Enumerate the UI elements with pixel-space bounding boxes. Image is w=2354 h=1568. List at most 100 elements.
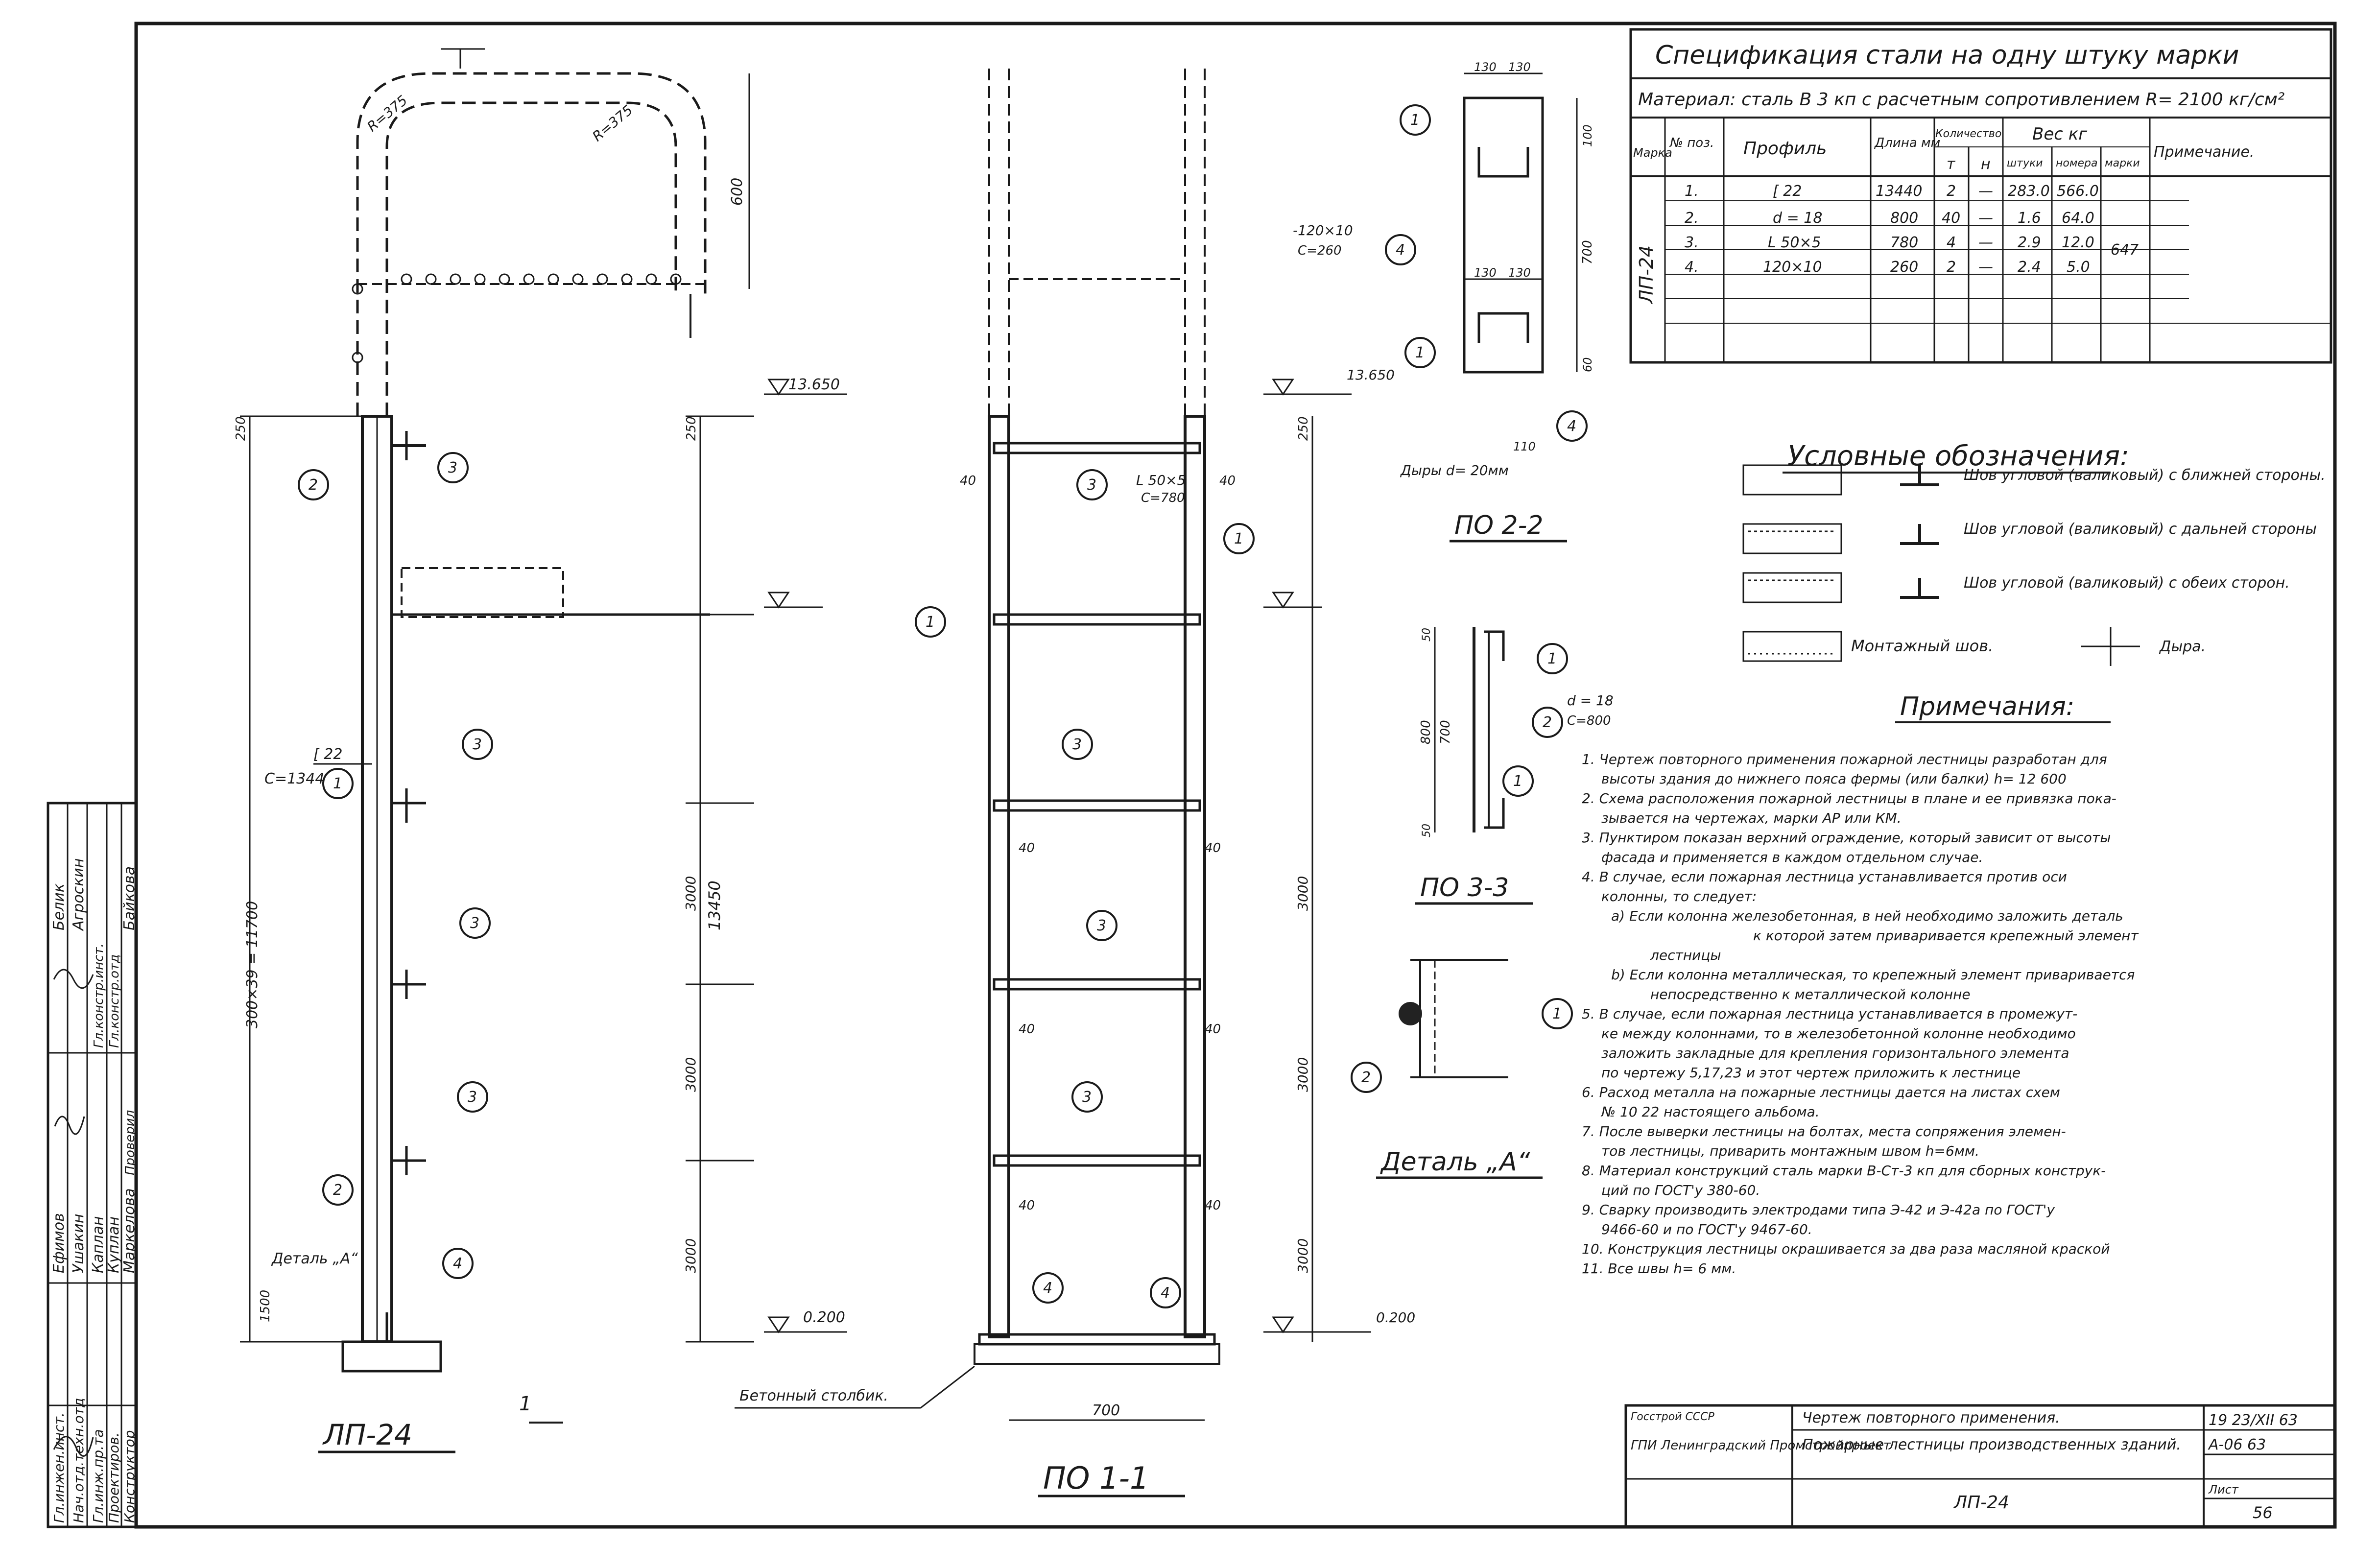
dim-40-8: 40	[1205, 1198, 1221, 1213]
svg-text:лестницы: лестницы	[1650, 947, 1721, 963]
dim-60-s22: 60	[1581, 357, 1594, 372]
svg-text:4: 4	[1567, 418, 1576, 435]
spec-row-2: 2. d = 18 800 40 — 1.6 64.0	[1685, 210, 2094, 227]
svg-text:1: 1	[1552, 1005, 1562, 1022]
svg-text:непосредственно к металлическо: непосредственно к металлической колонне	[1650, 986, 1971, 1002]
svg-text:9466-60 и по ГОСТ'у 9467-60.: 9466-60 и по ГОСТ'у 9467-60.	[1601, 1221, 1812, 1237]
dim-40-5: 40	[1019, 1022, 1035, 1037]
svg-text:высоты здания до нижнего пояса: высоты здания до нижнего пояса фермы (ил…	[1601, 771, 2067, 787]
svg-text:фасада и применяется в каждом: фасада и применяется в каждом отдельном …	[1601, 849, 1983, 865]
tb-doc: Чертеж повторного применения.	[1802, 1409, 2060, 1426]
extra-2: Агроскин	[70, 858, 87, 931]
dim-3000-s3: 3000	[683, 1238, 699, 1273]
svg-text:3.: 3.	[1685, 234, 1699, 251]
section-2-2-title: ПО 2-2	[1454, 511, 1544, 540]
legend: Условные обозначения: Шов угловой (валик…	[1742, 440, 2326, 666]
dim-3000-f1: 3000	[1295, 876, 1311, 911]
svg-text:120×10: 120×10	[1763, 259, 1822, 276]
dim-3000-s2: 3000	[683, 1057, 699, 1092]
dim-3000-f3: 3000	[1295, 1238, 1311, 1273]
side-view-title: ЛП-24	[322, 1418, 412, 1451]
dim-250-front: 250	[1296, 416, 1311, 441]
name-4: Куплан	[105, 1216, 122, 1273]
svg-text:b) Если колонна металлическая,: b) Если колонна металлическая, то крепеж…	[1611, 967, 2135, 983]
svg-text:8. Материал конструкций сталь: 8. Материал конструкций сталь марки В-Ст…	[1582, 1163, 2106, 1179]
hdr-weight: Вес кг	[2032, 124, 2088, 144]
extra-1: Белик	[50, 883, 68, 930]
svg-text:9. Сварку производить электрод: 9. Сварку производить электродами типа Э…	[1582, 1202, 2055, 1218]
svg-text:а) Если колонна железобетонная: а) Если колонна железобетонная, в ней не…	[1611, 908, 2123, 924]
svg-text:6. Расход металла на пожарные: 6. Расход металла на пожарные лестницы д…	[1582, 1084, 2060, 1100]
svg-text:2: 2	[1543, 714, 1552, 731]
svg-text:d = 18: d = 18	[1773, 210, 1822, 227]
dim-40-7: 40	[1019, 1198, 1035, 1213]
tb-code1: 19 23/XII 63	[2209, 1412, 2298, 1429]
svg-text:780: 780	[1890, 234, 1918, 251]
legend-item-3: Шов угловой (валиковый) с обеих сторон.	[1964, 574, 2290, 592]
tb-sheet-name: ЛП-24	[1953, 1493, 2009, 1513]
svg-text:2.: 2.	[1685, 210, 1699, 227]
svg-text:1: 1	[1415, 344, 1425, 361]
svg-text:к которой затем приваривается: к которой затем приваривается крепежный …	[1753, 927, 2139, 944]
svg-text:2: 2	[1947, 259, 1956, 276]
dim-250-left: 250	[234, 416, 248, 441]
plate-len-label: C=260	[1298, 243, 1342, 258]
name-5: Маркелова	[121, 1188, 138, 1273]
dim-40-1: 40	[960, 474, 976, 488]
svg-text:12.0: 12.0	[2062, 234, 2094, 251]
front-view-title: ПО 1-1	[1043, 1460, 1149, 1496]
r375-label-2: R=375	[589, 102, 636, 144]
svg-text:по чертежу 5,17,23 и этот черт: по чертежу 5,17,23 и этот чертеж приложи…	[1601, 1065, 2021, 1081]
svg-text:260: 260	[1890, 259, 1918, 276]
svg-text:5. В случае, если пожарная лес: 5. В случае, если пожарная лестница уста…	[1582, 1006, 2077, 1022]
svg-text:L 50×5: L 50×5	[1768, 234, 1821, 251]
legend-item-2: Шов угловой (валиковый) с дальней сторон…	[1964, 521, 2317, 538]
legend-hole: Дыра.	[2159, 638, 2206, 655]
mark-weight: 647	[2111, 241, 2139, 259]
notes-title: Примечания:	[1900, 692, 2074, 721]
svg-text:2: 2	[333, 1182, 342, 1199]
detail-a: 12 Деталь „А“	[1351, 959, 1573, 1179]
dim-50-s33b: 50	[1421, 824, 1433, 837]
title-block: Госстрой СССР ГПИ Ленинградский Промстро…	[1624, 1404, 2336, 1528]
legend-title: Условные обозначения:	[1787, 440, 2129, 472]
section-2-2: 130 130 130 130 700 100 60 110 -120×10 C…	[1293, 60, 1595, 543]
concrete-label: Бетонный столбик.	[739, 1387, 888, 1404]
name-3: Каплан	[90, 1216, 107, 1273]
dim-700-s22: 700	[1580, 240, 1595, 264]
svg-text:3: 3	[468, 1089, 477, 1106]
svg-text:283.0: 283.0	[2008, 183, 2050, 200]
svg-text:2: 2	[1361, 1069, 1371, 1086]
name-1: Ефимов	[50, 1213, 68, 1273]
plate-label: -120×10	[1293, 222, 1353, 238]
legend-item-1: Шов угловой (валиковый) с ближней сторон…	[1964, 467, 2326, 484]
sheet-frame	[134, 22, 2337, 1529]
hdr-w-mark: марки	[2105, 157, 2140, 169]
notes: Примечания: 1. Чертеж повторного примене…	[1582, 692, 2139, 1277]
front-callouts	[915, 469, 1255, 1308]
dim-40-6: 40	[1205, 1022, 1221, 1037]
hdr-mark: Марка	[1633, 146, 1672, 160]
side-callouts	[298, 452, 493, 1279]
extra-6: Проверил	[123, 1110, 138, 1175]
dim-40-3: 40	[1019, 841, 1035, 855]
dim-700-front: 700	[1092, 1402, 1120, 1419]
section-mark-1: 1	[519, 1393, 531, 1415]
svg-text:1: 1	[926, 614, 935, 631]
dim-100-s22: 100	[1581, 124, 1594, 147]
svg-text:3: 3	[1087, 476, 1096, 494]
svg-text:3: 3	[1072, 736, 1082, 753]
hdr-w-unit: штуки	[2007, 157, 2043, 169]
s22-callouts	[1385, 104, 1588, 442]
svg-text:3: 3	[473, 736, 482, 753]
svg-text:ке между колоннами, то в желез: ке между колоннами, то в железобетонной …	[1601, 1025, 2076, 1042]
extra-5: Гл.констр.отд	[107, 954, 122, 1048]
svg-text:2: 2	[1947, 183, 1956, 200]
name-2: Ушакин	[70, 1214, 87, 1273]
role-4: Проектиров.	[106, 1432, 122, 1523]
dim-50-s33a: 50	[1421, 628, 1433, 641]
dim-130-a: 130	[1474, 60, 1497, 74]
svg-text:11. Все швы h= 6 мм.: 11. Все швы h= 6 мм.	[1582, 1260, 1736, 1277]
hdr-qty-t: т	[1947, 156, 1956, 173]
svg-text:1: 1	[1234, 530, 1243, 547]
